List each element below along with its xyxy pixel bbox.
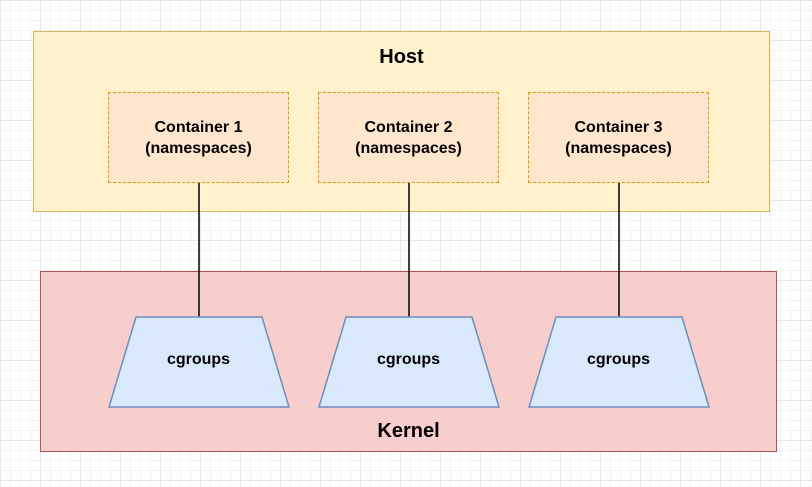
cgroup-3-label: cgroups [586, 351, 651, 368]
host-label: Host [379, 46, 424, 68]
container-3-name: Container 3 [574, 118, 663, 136]
cgroup-shape-3 [527, 316, 711, 408]
kernel-label: Kernel [377, 420, 440, 442]
cgroup-1-label: cgroups [166, 351, 231, 368]
container-3-namespaces: (namespaces) [565, 139, 672, 157]
cgroup-shape-1 [107, 316, 291, 408]
container-2-name: Container 2 [364, 118, 453, 136]
container-1-box: Container 1 (namespaces) [108, 92, 289, 183]
container-3-box: Container 3 (namespaces) [528, 92, 709, 183]
cgroup-shape-2 [317, 316, 501, 408]
container-1-name: Container 1 [154, 118, 243, 136]
container-1-namespaces: (namespaces) [145, 139, 252, 157]
container-2-namespaces: (namespaces) [355, 139, 462, 157]
cgroup-2-label: cgroups [376, 351, 441, 368]
container-2-box: Container 2 (namespaces) [318, 92, 499, 183]
